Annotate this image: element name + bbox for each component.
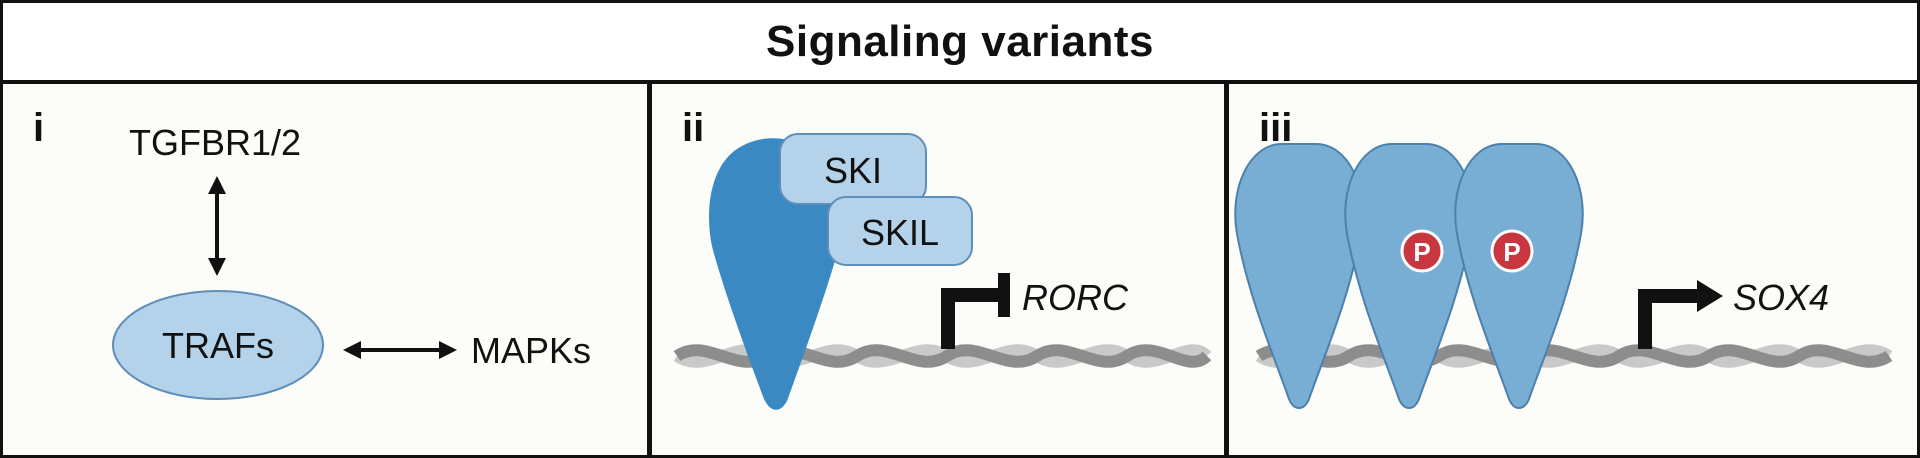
receptor-traf-double-arrow [208,176,226,276]
ski-label: SKI [824,150,882,191]
panel-iii-diagram: P P SOX4 [1234,143,1893,409]
phospho-mark-1: P [1400,229,1444,273]
trafs-label: TRAFs [162,325,274,366]
phospho-label-2: P [1503,237,1520,267]
panel-label-ii: ii [682,106,705,150]
smad-subunit-middle [1344,143,1474,409]
tgfbr-label: TGFBR1/2 [129,122,301,163]
sox4-gene-label: SOX4 [1733,277,1829,318]
traf-mapk-double-arrow [343,341,457,359]
skil-box [827,196,973,266]
trafs-ellipse [112,290,324,400]
smad-complex-shape [709,138,843,410]
panel-divider-1 [647,84,652,455]
panel-iii: iii P P SOX4 [1229,84,1917,455]
smad-subunit-left [1234,143,1364,409]
panel-divider-2 [1224,84,1229,455]
skil-label: SKIL [861,212,939,253]
rorc-gene-label: RORC [1022,277,1129,318]
figure-title: Signaling variants [766,16,1154,66]
mapks-label: MAPKs [471,330,591,371]
activation-arrow-symbol [1638,280,1723,349]
phospho-label-1: P [1413,237,1430,267]
phospho-mark-2: P [1490,229,1534,273]
panel-label-iii: iii [1259,106,1293,150]
smad-subunit-right [1454,143,1584,409]
panel-i-diagram: TGFBR1/2 TRAFs MAPKs [112,122,591,400]
panel-ii-diagram: SKI SKIL RORC [673,133,1212,410]
repression-bar-symbol [941,273,1010,349]
figure-header: Signaling variants [3,3,1917,84]
panel-ii: ii SKI SKIL RORC [652,84,1224,455]
panel-i: i TGFBR1/2 TRAFs MAPKs [3,84,647,455]
dna-helix [1255,344,1893,368]
panel-label-i: i [33,106,45,150]
smad-trimer [1234,143,1584,409]
